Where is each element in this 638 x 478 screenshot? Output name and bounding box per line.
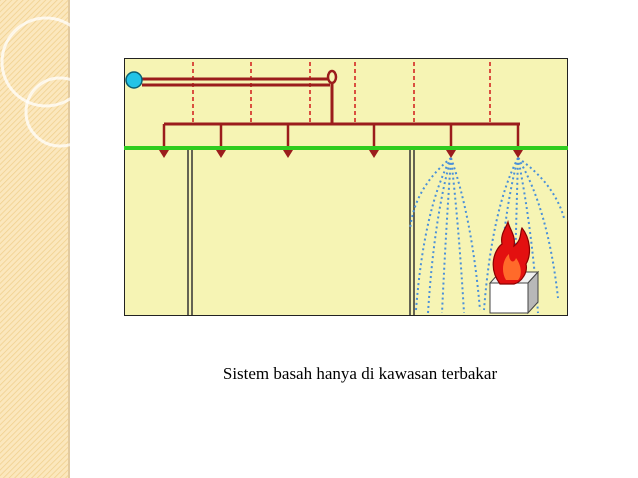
decor-circle-large: [0, 16, 72, 108]
sprinkler-head-icon: [283, 150, 293, 158]
sprinkler-head-icon: [446, 150, 456, 158]
spray-line: [483, 157, 519, 311]
sidebar-decoration: [0, 0, 72, 478]
spray-line: [450, 157, 481, 311]
valve-icon: [326, 69, 338, 85]
ceiling-bar: [124, 146, 568, 150]
decor-circle-small: [24, 76, 72, 148]
spray-line: [517, 157, 565, 219]
branch-pipes: [162, 124, 520, 150]
drop-lines: [192, 62, 491, 124]
sprinkler-head-icon: [216, 150, 226, 158]
sprinkler-head-icon: [513, 150, 523, 158]
box-side: [527, 270, 539, 315]
flame-inner: [502, 254, 521, 280]
spray-line: [427, 157, 452, 314]
walls: [187, 150, 415, 315]
sprinkler-head-icon: [159, 150, 169, 158]
water-source-icon: [125, 71, 143, 89]
sprinkler-heads: [159, 150, 523, 158]
slide-caption: Sistem basah hanya di kawasan terbakar: [222, 364, 498, 383]
spray-line: [441, 157, 452, 314]
sprinkler-head-icon: [369, 150, 379, 158]
spray-line: [409, 157, 452, 231]
burning-box: [488, 270, 540, 315]
spray-line: [517, 157, 539, 314]
sprinkler-diagram: [124, 58, 568, 316]
supply-pipe: [142, 69, 338, 124]
spray-line: [517, 157, 559, 299]
spray-line: [450, 157, 465, 314]
fire-icon: [492, 219, 531, 285]
box-front: [489, 282, 529, 314]
sidebar-hatch-panel: [0, 0, 68, 478]
